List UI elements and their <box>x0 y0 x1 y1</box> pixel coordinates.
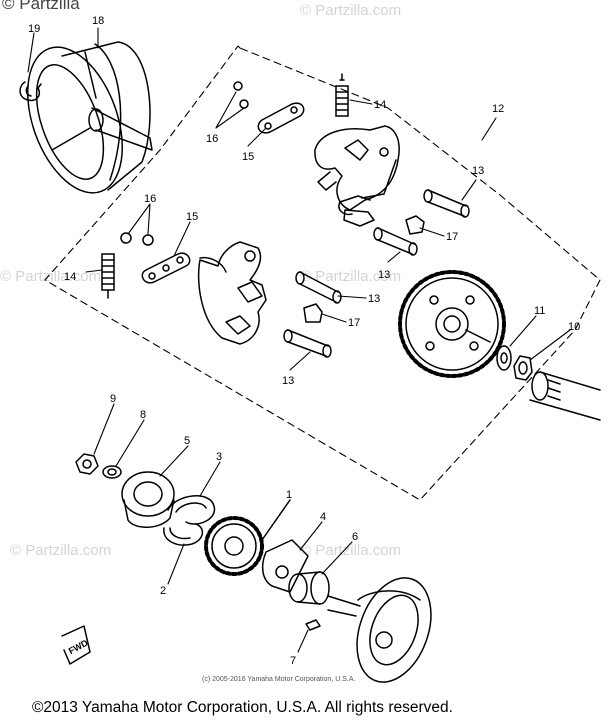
leader-5 <box>159 445 189 477</box>
watermark-repeat: © Partzilla.com <box>300 268 402 285</box>
callout-8: 8 <box>140 409 146 421</box>
leader-14a <box>349 99 373 105</box>
upper-clutch-shoe <box>314 125 400 216</box>
part-16-pin-lower <box>120 232 154 246</box>
lower-drum-and-shaft <box>327 577 432 683</box>
leader-4 <box>299 521 323 551</box>
callout-14: 14 <box>374 99 386 111</box>
leader-16a <box>215 91 245 129</box>
leader-7 <box>297 629 309 653</box>
part-10-nut <box>513 355 533 381</box>
part-2-clip <box>163 523 204 546</box>
part-11-washer <box>496 345 512 371</box>
callout-6: 6 <box>352 531 358 543</box>
primary-driven-gear <box>398 270 506 378</box>
callout-13: 13 <box>282 375 294 387</box>
part-14-spring-lower <box>101 253 115 299</box>
leader-19 <box>27 32 35 73</box>
part-17-block-lower <box>303 303 323 323</box>
watermark-top: © Partzilla <box>2 0 80 13</box>
assembly-outline <box>44 45 601 501</box>
part-17-block-upper <box>343 209 425 235</box>
part-15-plate-upper <box>257 102 305 134</box>
leader-17b <box>321 313 347 323</box>
watermark-repeat: © Partzilla.com <box>0 268 102 285</box>
part-14-spring-upper <box>335 73 349 117</box>
callout-16: 16 <box>144 193 156 205</box>
small-copyright: (c) 2005-2016 Yamaha Motor Corporation, … <box>202 676 356 683</box>
fwd-arrow-icon <box>61 625 91 665</box>
callout-13: 13 <box>378 269 390 281</box>
leader-13a <box>461 179 477 201</box>
leader-13b <box>387 251 401 263</box>
footer-copyright: ©2013 Yamaha Motor Corporation, U.S.A. A… <box>32 699 453 716</box>
leader-10 <box>529 329 571 361</box>
callout-5: 5 <box>184 435 190 447</box>
leader-11 <box>509 315 537 347</box>
watermark-repeat: © Partzilla.com <box>300 542 402 559</box>
part-16-pin-upper <box>233 81 249 109</box>
callout-13: 13 <box>472 165 484 177</box>
callout-labels: 19 18 16 15 14 12 13 17 16 15 14 13 13 1… <box>28 15 580 667</box>
part-13-roller-upper-a <box>423 189 470 218</box>
watermark-repeat: © Partzilla.com <box>300 2 402 19</box>
lower-clutch-shoe <box>197 241 267 345</box>
callout-14: 14 <box>64 271 76 283</box>
leader-17a <box>419 227 445 237</box>
callout-2: 2 <box>160 585 166 597</box>
part-3-ring <box>167 495 216 525</box>
callout-4: 4 <box>320 511 326 523</box>
callout-10: 10 <box>568 321 580 333</box>
callout-11: 11 <box>534 305 545 317</box>
watermark-repeat: © Partzilla.com <box>10 542 112 559</box>
part-4-plate <box>261 539 309 593</box>
part-15-plate-lower <box>141 252 191 284</box>
part-7-key <box>305 619 321 631</box>
leader-13c <box>337 295 367 299</box>
callout-16: 16 <box>206 133 218 145</box>
leader-2 <box>167 543 185 585</box>
callout-9: 9 <box>110 393 116 405</box>
leader-16b <box>127 203 151 235</box>
leader-3 <box>199 461 221 497</box>
part-18-clutch-drum <box>26 41 153 194</box>
part-13-roller-lower-a <box>295 271 342 304</box>
part-8-washer <box>102 465 122 479</box>
callout-19: 19 <box>28 23 40 35</box>
callout-1: 1 <box>286 489 292 501</box>
crankshaft-end <box>529 371 601 421</box>
callout-15: 15 <box>186 211 198 223</box>
part-6-bushing <box>288 571 330 605</box>
leader-12 <box>481 117 497 141</box>
part-13-roller-lower-b <box>283 329 332 358</box>
callout-17: 17 <box>348 317 360 329</box>
part-13-roller-upper-b <box>373 227 418 256</box>
leader-14b <box>85 269 103 273</box>
leader-6 <box>321 541 353 575</box>
part-9-nut <box>75 453 99 475</box>
callout-17: 17 <box>446 231 458 243</box>
callout-12: 12 <box>492 103 504 115</box>
part-1-gear <box>204 499 291 576</box>
leader-15a <box>247 127 267 147</box>
part-5-cam <box>121 471 175 528</box>
leader-13d <box>289 351 311 371</box>
callout-13: 13 <box>368 293 380 305</box>
leader-15b <box>173 221 191 257</box>
callout-15: 15 <box>242 151 254 163</box>
callout-3: 3 <box>216 451 222 463</box>
leader-9 <box>93 403 115 455</box>
callout-18: 18 <box>92 15 104 27</box>
callout-7: 7 <box>290 655 296 667</box>
leader-8 <box>115 419 145 467</box>
